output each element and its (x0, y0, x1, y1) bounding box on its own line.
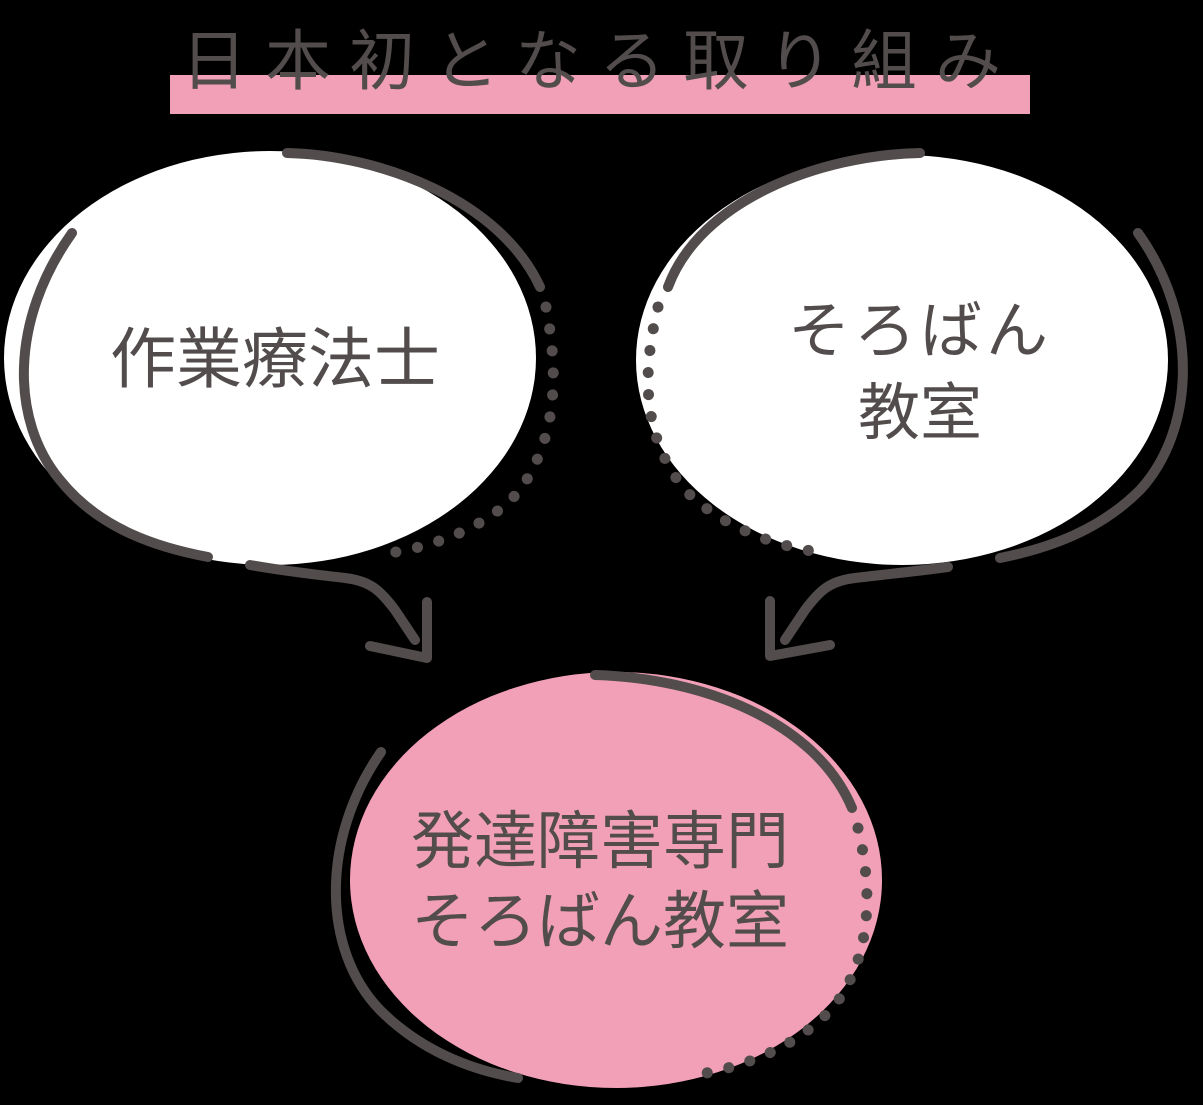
bubble-left-line-1: 作業療法士 (110, 321, 440, 398)
bubble-left (4, 148, 559, 565)
arrow-left-head-icon (365, 597, 432, 663)
bubble-bottom-arc-left (330, 747, 523, 1083)
bubble-right-arc-top (663, 148, 925, 292)
bubble-bottom-fill (350, 672, 882, 1088)
bubble-right-fill (636, 155, 1168, 565)
bubble-left-label: 作業療法士 (20, 318, 530, 402)
bubble-left-arc-dotted (384, 301, 559, 559)
arrow-right-shaft (780, 562, 953, 645)
arrow-left-shaft (245, 560, 420, 645)
title-highlight-bar (170, 75, 1030, 114)
bubble-bottom-label: 発達障害専門 そろばん教室 (350, 802, 850, 962)
arrow-left-to-bottom (245, 560, 432, 663)
bubble-right-arc-dotted (642, 301, 824, 558)
arrow-right-head-icon (765, 596, 835, 661)
bubble-right-line-2: 教室 (857, 376, 982, 449)
arrow-right-to-bottom (765, 562, 953, 661)
bubble-bottom (330, 670, 882, 1088)
bubble-bottom-arc-dotted (695, 822, 873, 1080)
bubble-bottom-arc-top (590, 670, 857, 813)
diagram-title: 日本初となる取り組み (180, 23, 1020, 100)
bubble-bottom-line-2: そろばん教室 (411, 885, 789, 958)
bubble-right-label: そろばん 教室 (660, 290, 1180, 454)
bubble-left-fill (4, 151, 536, 565)
bubble-right-arc-right (995, 228, 1188, 563)
bubble-right-line-1: そろばん (787, 294, 1052, 367)
bubble-left-arc-top (282, 148, 545, 292)
bubble-left-arc-left (18, 228, 213, 562)
bubble-right (636, 148, 1188, 565)
bubble-bottom-line-1: 発達障害専門 (411, 805, 789, 878)
